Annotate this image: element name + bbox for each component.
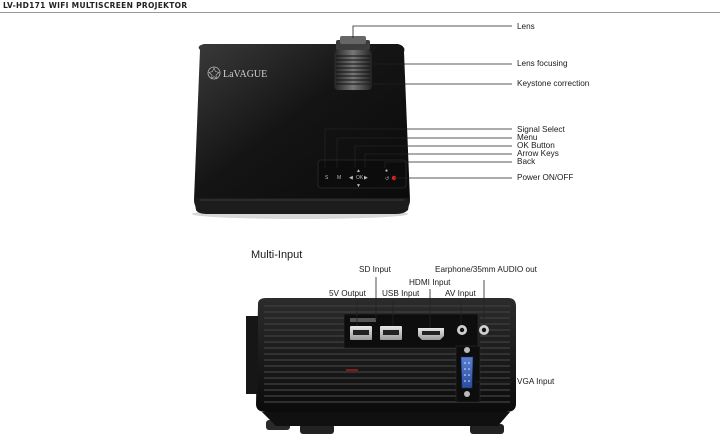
vga-port	[460, 347, 474, 397]
brand-logo: LaVAGUE	[207, 66, 267, 80]
callout-signal-select: Signal Select	[517, 125, 565, 134]
callout-hdmi-input: HDMI Input	[409, 278, 451, 287]
callout-ok-button: OK Button	[517, 141, 555, 150]
callout-vga-input: VGA Input	[517, 377, 555, 386]
down-arrow-glyph: ▼	[356, 183, 361, 189]
top-callout-lines	[324, 25, 512, 179]
callout-earphone: Earphone/35mm AUDIO out	[435, 265, 537, 274]
callout-av-input: AV Input	[445, 289, 476, 298]
callout-lens: Lens	[517, 22, 535, 31]
callout-power: Power ON/OFF	[517, 173, 574, 182]
bottom-callout-lines	[356, 277, 512, 383]
brand-logo-text: LaVAGUE	[223, 69, 267, 80]
callout-keystone: Keystone correction	[517, 79, 590, 88]
header-divider	[0, 12, 720, 13]
up-arrow-glyph: ▲	[356, 168, 361, 174]
sd-slot	[350, 318, 376, 322]
lens-assembly	[334, 36, 372, 90]
callout-arrow-keys: Arrow Keys	[517, 149, 559, 158]
dot-glyph: ●	[385, 168, 388, 174]
callout-back: Back	[517, 157, 536, 166]
callout-menu: Menu	[517, 133, 538, 142]
callout-5v-output: 5V Output	[329, 289, 366, 298]
page-header: LV-HD171 WIFI MULTISCREEN PROJEKTOR	[0, 0, 720, 14]
signal-select-glyph: S	[325, 175, 329, 181]
page-title: LV-HD171 WIFI MULTISCREEN PROJEKTOR	[3, 1, 188, 10]
callout-sd-input: SD Input	[359, 265, 391, 274]
projector-rear-view	[246, 277, 516, 434]
left-arrow-glyph: ◀	[349, 175, 353, 181]
right-arrow-glyph: ▶	[364, 175, 368, 181]
vent-grille	[264, 305, 510, 403]
projector-top-view: LaVAGUE S M ◀ OK ▶ ▲	[192, 25, 512, 219]
ok-glyph: OK	[356, 175, 364, 181]
menu-glyph: M	[337, 175, 341, 181]
callout-usb-input: USB Input	[382, 289, 420, 298]
callout-lens-focusing: Lens focusing	[517, 59, 568, 68]
section-title-multi-input: Multi-Input	[251, 249, 303, 261]
back-glyph: ↺	[385, 176, 389, 182]
control-panel: S M ◀ OK ▶ ▲ ▼ ● ↺	[317, 159, 407, 189]
